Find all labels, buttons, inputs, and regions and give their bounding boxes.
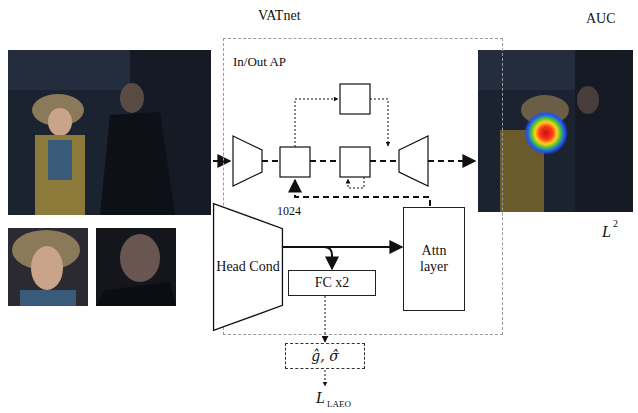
- head-crop: [8, 228, 88, 306]
- trapezoid-path: [214, 204, 283, 331]
- skip-flow: [295, 99, 388, 188]
- pipeline: [213, 84, 475, 386]
- process-box: FC x2: [288, 270, 376, 296]
- connector: [283, 247, 332, 269]
- metric-label: AUC: [586, 12, 616, 26]
- subscript: LAEO: [327, 400, 351, 409]
- main-flow: [213, 160, 475, 162]
- output-box: ĝ, σ̂: [285, 343, 365, 369]
- node-label: Attn layer: [404, 243, 464, 275]
- encoder: [233, 136, 262, 186]
- connector: [325, 296, 326, 342]
- node-label: Head Cond: [213, 259, 282, 275]
- encoder-trapezoid: Head Cond: [213, 203, 283, 331]
- block: [280, 147, 310, 177]
- block: [340, 84, 370, 114]
- node-label: FC x2: [312, 275, 353, 291]
- heatmap: [524, 111, 568, 155]
- group-title: VATnet: [258, 8, 301, 24]
- attention-flow: [295, 180, 430, 206]
- head-crop: [96, 228, 176, 306]
- loss-symbol: L: [602, 224, 611, 240]
- group-box: VATnetIn/Out APHead CondFC x2Attn layer: [223, 38, 503, 335]
- input-frame: [8, 50, 211, 215]
- decoder: [399, 136, 428, 186]
- output-frame: [478, 50, 633, 212]
- loss-symbol: L: [316, 390, 325, 406]
- dimension-label: 1024: [277, 205, 301, 217]
- block: [340, 147, 370, 177]
- exponent: 2: [613, 219, 618, 229]
- node-label: ĝ, σ̂: [308, 348, 341, 364]
- process-box: Attn layer: [403, 207, 465, 311]
- loss-flow: [325, 370, 326, 386]
- group-subtitle: In/Out AP: [233, 54, 286, 70]
